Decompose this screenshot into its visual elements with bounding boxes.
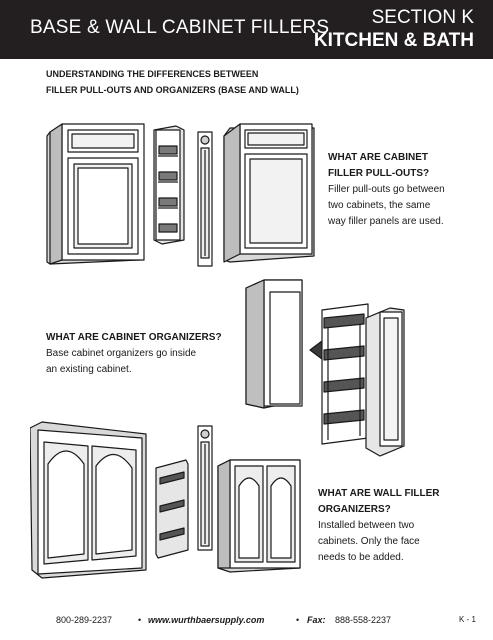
header-bar: BASE & WALL CABINET FILLERS SECTION K KI… <box>0 0 493 59</box>
pullouts-answer-3: way filler panels are used. <box>328 216 444 227</box>
pullouts-answer-2: two cabinets, the same <box>328 200 431 211</box>
intro-line-2: FILLER PULL-OUTS AND ORGANIZERS (BASE AN… <box>46 85 299 95</box>
organizers-answer-1: Base cabinet organizers go inside <box>46 348 197 359</box>
footer-separator: • <box>138 615 142 625</box>
wall-text-block: WHAT ARE WALL FILLER ORGANIZERS? Install… <box>318 486 439 566</box>
footer-fax: 888-558-2237 <box>335 615 392 625</box>
pullouts-question-1: WHAT ARE CABINET <box>328 152 428 163</box>
footer-separator: • <box>296 615 300 625</box>
footer-website: www.wurthbaersupply.com <box>148 615 265 625</box>
pullouts-question-2: FILLER PULL-OUTS? <box>328 168 430 179</box>
wall-question-1: WHAT ARE WALL FILLER <box>318 488 440 499</box>
wall-answer-3: needs to be added. <box>318 552 404 563</box>
wall-answer-2: cabinets. Only the face <box>318 536 420 547</box>
section-label: SECTION K <box>371 7 474 28</box>
wall-answer-1: Installed between two <box>318 520 415 531</box>
footer-fax-label: Fax: <box>307 615 326 625</box>
wall-question-2: ORGANIZERS? <box>318 504 391 515</box>
base-filler-pullout-illustration <box>46 123 315 267</box>
base-organizer-illustration <box>245 279 405 457</box>
pullouts-text-block: WHAT ARE CABINET FILLER PULL-OUTS? Fille… <box>328 150 445 230</box>
organizers-question: WHAT ARE CABINET ORGANIZERS? <box>46 332 222 343</box>
organizers-answer-2: an existing cabinet. <box>46 364 132 375</box>
page-title: BASE & WALL CABINET FILLERS <box>30 17 330 38</box>
intro-line-1: UNDERSTANDING THE DIFFERENCES BETWEEN <box>46 69 259 79</box>
page-footer: 800-289-2237 • www.wurthbaersupply.com •… <box>0 612 493 628</box>
section-subtitle: KITCHEN & BATH <box>313 30 474 51</box>
organizers-text-block: WHAT ARE CABINET ORGANIZERS? Base cabine… <box>46 330 222 378</box>
footer-phone: 800-289-2237 <box>56 615 113 625</box>
wall-filler-organizer-illustration <box>30 421 301 579</box>
intro-heading: UNDERSTANDING THE DIFFERENCES BETWEEN FI… <box>46 66 376 98</box>
pullouts-answer-1: Filler pull-outs go between <box>328 184 445 195</box>
page-number: K - 1 <box>459 615 476 624</box>
